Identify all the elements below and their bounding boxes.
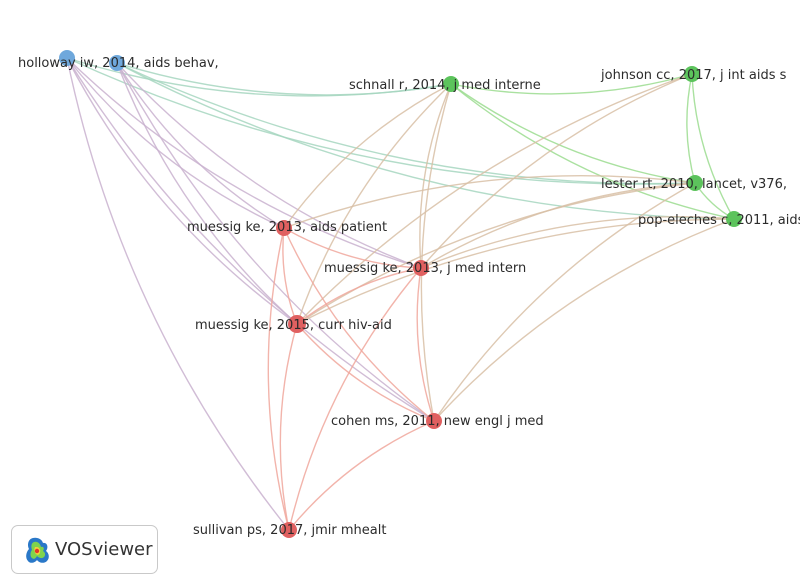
- node-label-j: cohen ms, 2011, new engl j med: [331, 414, 544, 429]
- node-label-c: schnall r, 2014, j med interne: [349, 78, 541, 93]
- link-a-j: [66, 57, 435, 422]
- link-e-g: [283, 175, 696, 229]
- node-a[interactable]: [59, 50, 75, 66]
- node-label-f: pop-eleches c, 2011, aids,: [638, 213, 800, 228]
- link-h-k: [288, 267, 422, 531]
- link-d-f: [691, 73, 735, 220]
- link-b-h: [116, 62, 422, 269]
- link-a-h: [66, 57, 422, 269]
- node-h[interactable]: [413, 260, 429, 276]
- node-d[interactable]: [684, 66, 700, 82]
- link-c-i: [296, 83, 452, 325]
- link-d-e: [686, 73, 696, 184]
- link-f-i: [296, 218, 735, 325]
- node-label-k: sullivan ps, 2017, jmir mhealt: [193, 523, 386, 538]
- link-c-h: [419, 83, 452, 269]
- node-j[interactable]: [426, 413, 442, 429]
- link-b-i: [116, 62, 298, 325]
- labels-layer: holloway iw, 2014, aids behav, schnall r,…: [18, 56, 800, 538]
- link-c-g: [283, 83, 452, 229]
- node-label-e: lester rt, 2010, lancet, v376,: [601, 177, 787, 192]
- link-c-e: [450, 83, 696, 184]
- brand-name: VOSviewer: [55, 539, 153, 560]
- vosviewer-logo-icon: [26, 537, 49, 563]
- nodes-layer: [59, 50, 742, 538]
- link-a-g: [66, 57, 285, 229]
- link-c-f: [450, 83, 735, 220]
- node-e[interactable]: [687, 175, 703, 191]
- link-g-h: [283, 227, 422, 269]
- link-g-j: [283, 227, 435, 422]
- link-i-k: [279, 323, 298, 531]
- link-f-j: [433, 218, 735, 422]
- vosviewer-badge: VOSviewer: [11, 525, 158, 574]
- link-a-k: [66, 57, 290, 531]
- link-b-c: [116, 62, 452, 96]
- link-h-i: [296, 267, 422, 325]
- link-j-k: [288, 420, 435, 531]
- node-g[interactable]: [276, 220, 292, 236]
- links-layer: [66, 57, 735, 531]
- node-k[interactable]: [281, 522, 297, 538]
- node-f[interactable]: [726, 211, 742, 227]
- link-g-i: [282, 227, 298, 325]
- link-b-e: [116, 62, 696, 185]
- link-h-j: [416, 267, 435, 422]
- node-label-g: muessig ke, 2013, aids patient: [187, 220, 387, 235]
- link-d-h: [420, 73, 693, 269]
- node-label-b: holloway iw, 2014, aids behav,: [18, 56, 219, 71]
- node-c[interactable]: [443, 76, 459, 92]
- node-b[interactable]: [109, 55, 125, 71]
- link-b-j: [116, 62, 435, 422]
- node-label-i: muessig ke, 2015, curr hiv-aid: [195, 318, 392, 333]
- link-a-i: [66, 57, 298, 325]
- node-label-d: johnson cc, 2017, j int aids s: [600, 68, 787, 83]
- link-i-j: [296, 323, 435, 422]
- link-e-j: [433, 182, 696, 422]
- link-d-i: [296, 73, 693, 325]
- link-e-i: [296, 182, 696, 325]
- link-c-d: [450, 73, 693, 95]
- link-c-j: [420, 83, 452, 422]
- node-i[interactable]: [288, 315, 306, 333]
- link-f-h: [420, 216, 735, 269]
- link-g-k: [267, 227, 290, 531]
- link-a-e: [66, 57, 696, 185]
- link-b-g: [116, 62, 285, 229]
- node-label-h: muessig ke, 2013, j med intern: [324, 261, 526, 276]
